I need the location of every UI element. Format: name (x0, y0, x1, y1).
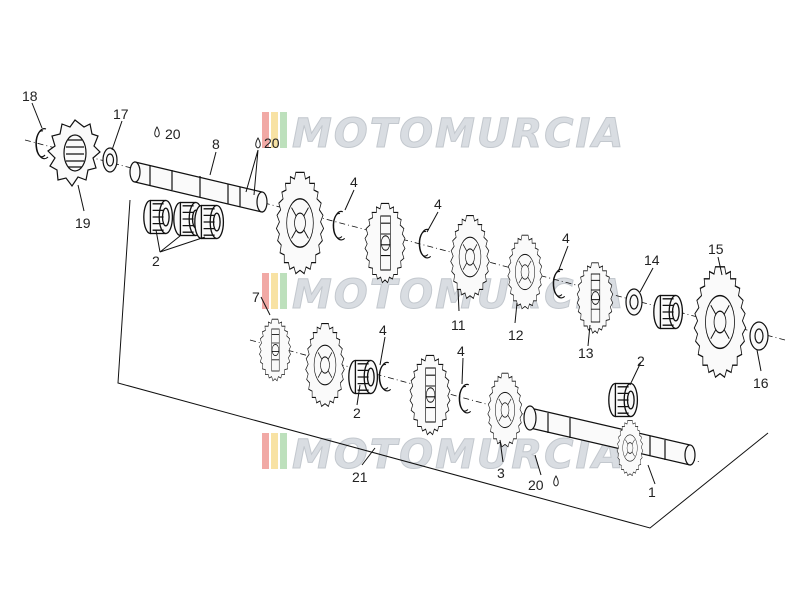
gear-upper-1 (275, 171, 325, 275)
svg-text:MOTOMURCIA: MOTOMURCIA (292, 432, 625, 478)
callout-21: 21 (352, 469, 368, 485)
washer-14 (625, 288, 643, 316)
callout-2-c: 2 (353, 405, 361, 421)
front-sprocket (47, 119, 101, 188)
watermark-middle: MOTOMURCIA (262, 272, 625, 319)
leader-lines (31, 102, 762, 485)
callout-15: 15 (708, 241, 724, 257)
watermark-top: MOTOMURCIA (262, 111, 625, 158)
callout-20-a: 20 (165, 126, 181, 142)
callout-14: 14 (644, 252, 660, 268)
needle-bearing-c (194, 204, 225, 240)
callout-4-b: 4 (434, 196, 442, 212)
callout-20-c: 20 (528, 477, 544, 493)
callout-13: 13 (578, 345, 594, 361)
svg-text:MOTOMURCIA: MOTOMURCIA (292, 272, 625, 318)
primary-shaft (129, 161, 268, 213)
washer-17 (102, 147, 118, 173)
needle-bearing-lower-1 (348, 359, 379, 395)
oil-drop-icon (154, 126, 160, 138)
watermark-bottom: MOTOMURCIA (262, 432, 625, 479)
callout-1: 1 (648, 484, 656, 500)
callout-7: 7 (252, 289, 260, 305)
callout-4-c: 4 (562, 230, 570, 246)
gear-7 (259, 318, 291, 382)
callout-19: 19 (75, 215, 91, 231)
needle-bearing-a (143, 199, 174, 235)
secondary-shaft (523, 405, 696, 476)
callout-20-b: 20 (264, 135, 280, 151)
circlip-upper-2 (418, 228, 432, 259)
callout-2-b: 2 (637, 353, 645, 369)
washer-16 (749, 321, 769, 351)
gear-lower-1 (305, 323, 345, 407)
callout-4-e: 4 (457, 343, 465, 359)
callout-4-a: 4 (350, 174, 358, 190)
needle-bearing-lower-2 (608, 382, 639, 418)
callout-2-a: 2 (152, 253, 160, 269)
gear-15 (693, 266, 747, 378)
callout-16: 16 (753, 375, 769, 391)
callout-12: 12 (508, 327, 524, 343)
gear-lower-2 (409, 354, 451, 436)
callout-3: 3 (497, 465, 505, 481)
callout-17: 17 (113, 106, 129, 122)
assembly-frame-line (117, 199, 769, 529)
needle-bearing-upper (653, 294, 684, 330)
callout-4-d: 4 (379, 322, 387, 338)
svg-text:MOTOMURCIA: MOTOMURCIA (292, 111, 625, 157)
callout-18: 18 (22, 88, 38, 104)
oil-drop-icon (255, 137, 261, 149)
circlip-upper-1 (332, 210, 346, 241)
oil-drop-icon (553, 475, 559, 487)
callout-11: 11 (451, 317, 466, 333)
gear-upper-2 (364, 202, 406, 284)
callout-8: 8 (212, 136, 220, 152)
